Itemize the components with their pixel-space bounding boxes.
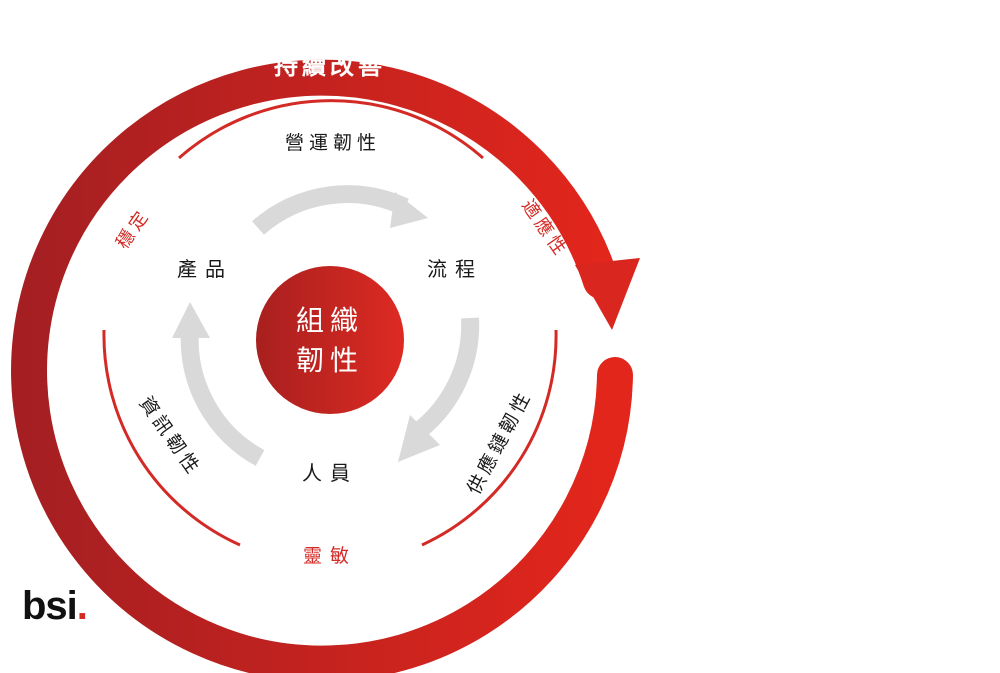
- organizational-resilience-circle: [256, 266, 404, 414]
- bsi-logo: bsi.: [22, 584, 88, 628]
- bsi-logo-text: bsi: [22, 584, 78, 628]
- cycle-arrows: [172, 185, 480, 466]
- cycle-arrow-people-to-product: [180, 329, 265, 466]
- supply-chain-resilience-label: 供應鏈韌性: [462, 386, 536, 498]
- cycle-arrowhead-3: [172, 302, 210, 338]
- continuous-improvement-label: 持續改善: [274, 52, 386, 80]
- continuous-improvement-ring: [11, 59, 633, 673]
- center-label-line1: 組織: [296, 304, 364, 337]
- stable-label: 穩定: [112, 205, 154, 253]
- bsi-logo-dot: .: [76, 584, 88, 628]
- cycle-arrow-process-to-people: [414, 317, 480, 437]
- continuous-improvement-arrowhead: [575, 258, 640, 330]
- information-arc: [102, 329, 241, 547]
- process-label: 流程: [427, 257, 483, 281]
- cycle-arrowhead-1: [390, 192, 428, 228]
- operational-arc: [178, 99, 484, 160]
- supply-chain-arc: [421, 329, 558, 547]
- agile-label: 靈敏: [303, 545, 357, 567]
- people-label: 人員: [302, 461, 358, 485]
- cycle-arrow-product-to-process: [252, 185, 409, 235]
- operational-resilience-label: 營運韌性: [285, 132, 381, 154]
- cycle-arrowhead-2: [398, 415, 440, 462]
- center-label-line2: 韌性: [296, 344, 364, 377]
- product-label: 產品: [177, 257, 233, 281]
